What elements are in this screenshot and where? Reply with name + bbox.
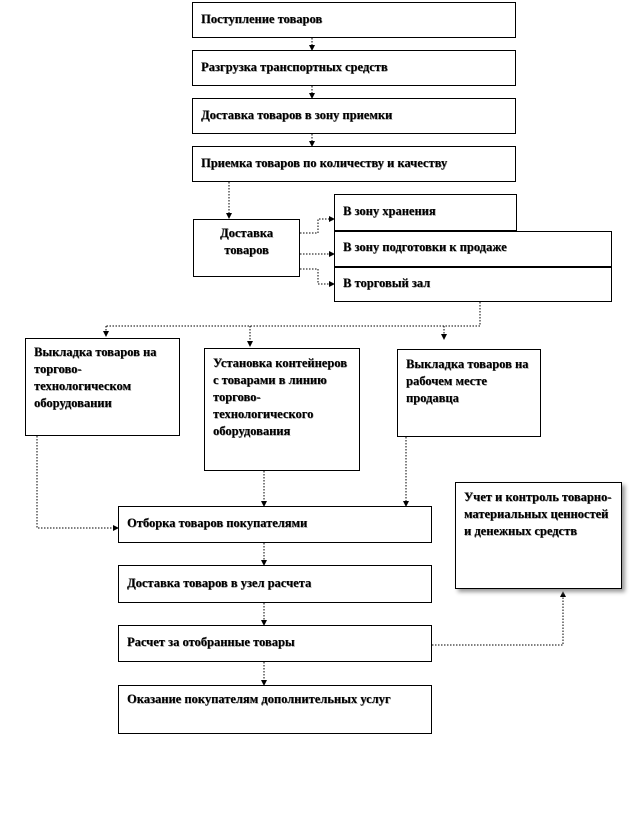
- arrow-equipment-to-selection: [36, 436, 119, 531]
- box-delivery-to-reception: Доставка товаров в зону приемки: [192, 98, 516, 134]
- box-acceptance: Приемка товаров по количеству и качеству: [192, 146, 516, 182]
- box-payment: Расчет за отобранные товары: [118, 625, 432, 662]
- box-receipt: Поступление товаров: [192, 2, 516, 38]
- box-accounting: Учет и контроль товарно-материальных цен…: [455, 482, 622, 589]
- box-delivery: Доставка товаров: [193, 219, 300, 277]
- connector-sales-floor-out: [106, 302, 481, 327]
- box-delivery-to-checkout: Доставка товаров в узел расчета: [118, 565, 432, 603]
- box-to-storage: В зону хранения: [334, 194, 517, 231]
- box-unloading: Разгрузка транспортных средств: [192, 50, 516, 86]
- box-display-on-equipment: Выкладка товаров на торгово-технологичес…: [25, 338, 180, 436]
- box-to-sales-floor: В торговый зал: [334, 267, 612, 302]
- arrow-to-storage: [300, 216, 335, 234]
- box-to-preparation: В зону подготовки к продаже: [334, 231, 612, 267]
- arrow-to-sales-floor: [300, 268, 335, 287]
- arrow-payment-to-accounting: [432, 591, 566, 646]
- box-container-install: Установка контейнеров с товарами в линию…: [204, 348, 360, 471]
- box-display-at-workplace: Выкладка товаров на рабочем месте продав…: [397, 349, 541, 437]
- box-selection-by-customers: Отборка товаров покупателями: [118, 506, 432, 543]
- box-additional-services: Оказание покупателям дополнительных услу…: [118, 685, 432, 734]
